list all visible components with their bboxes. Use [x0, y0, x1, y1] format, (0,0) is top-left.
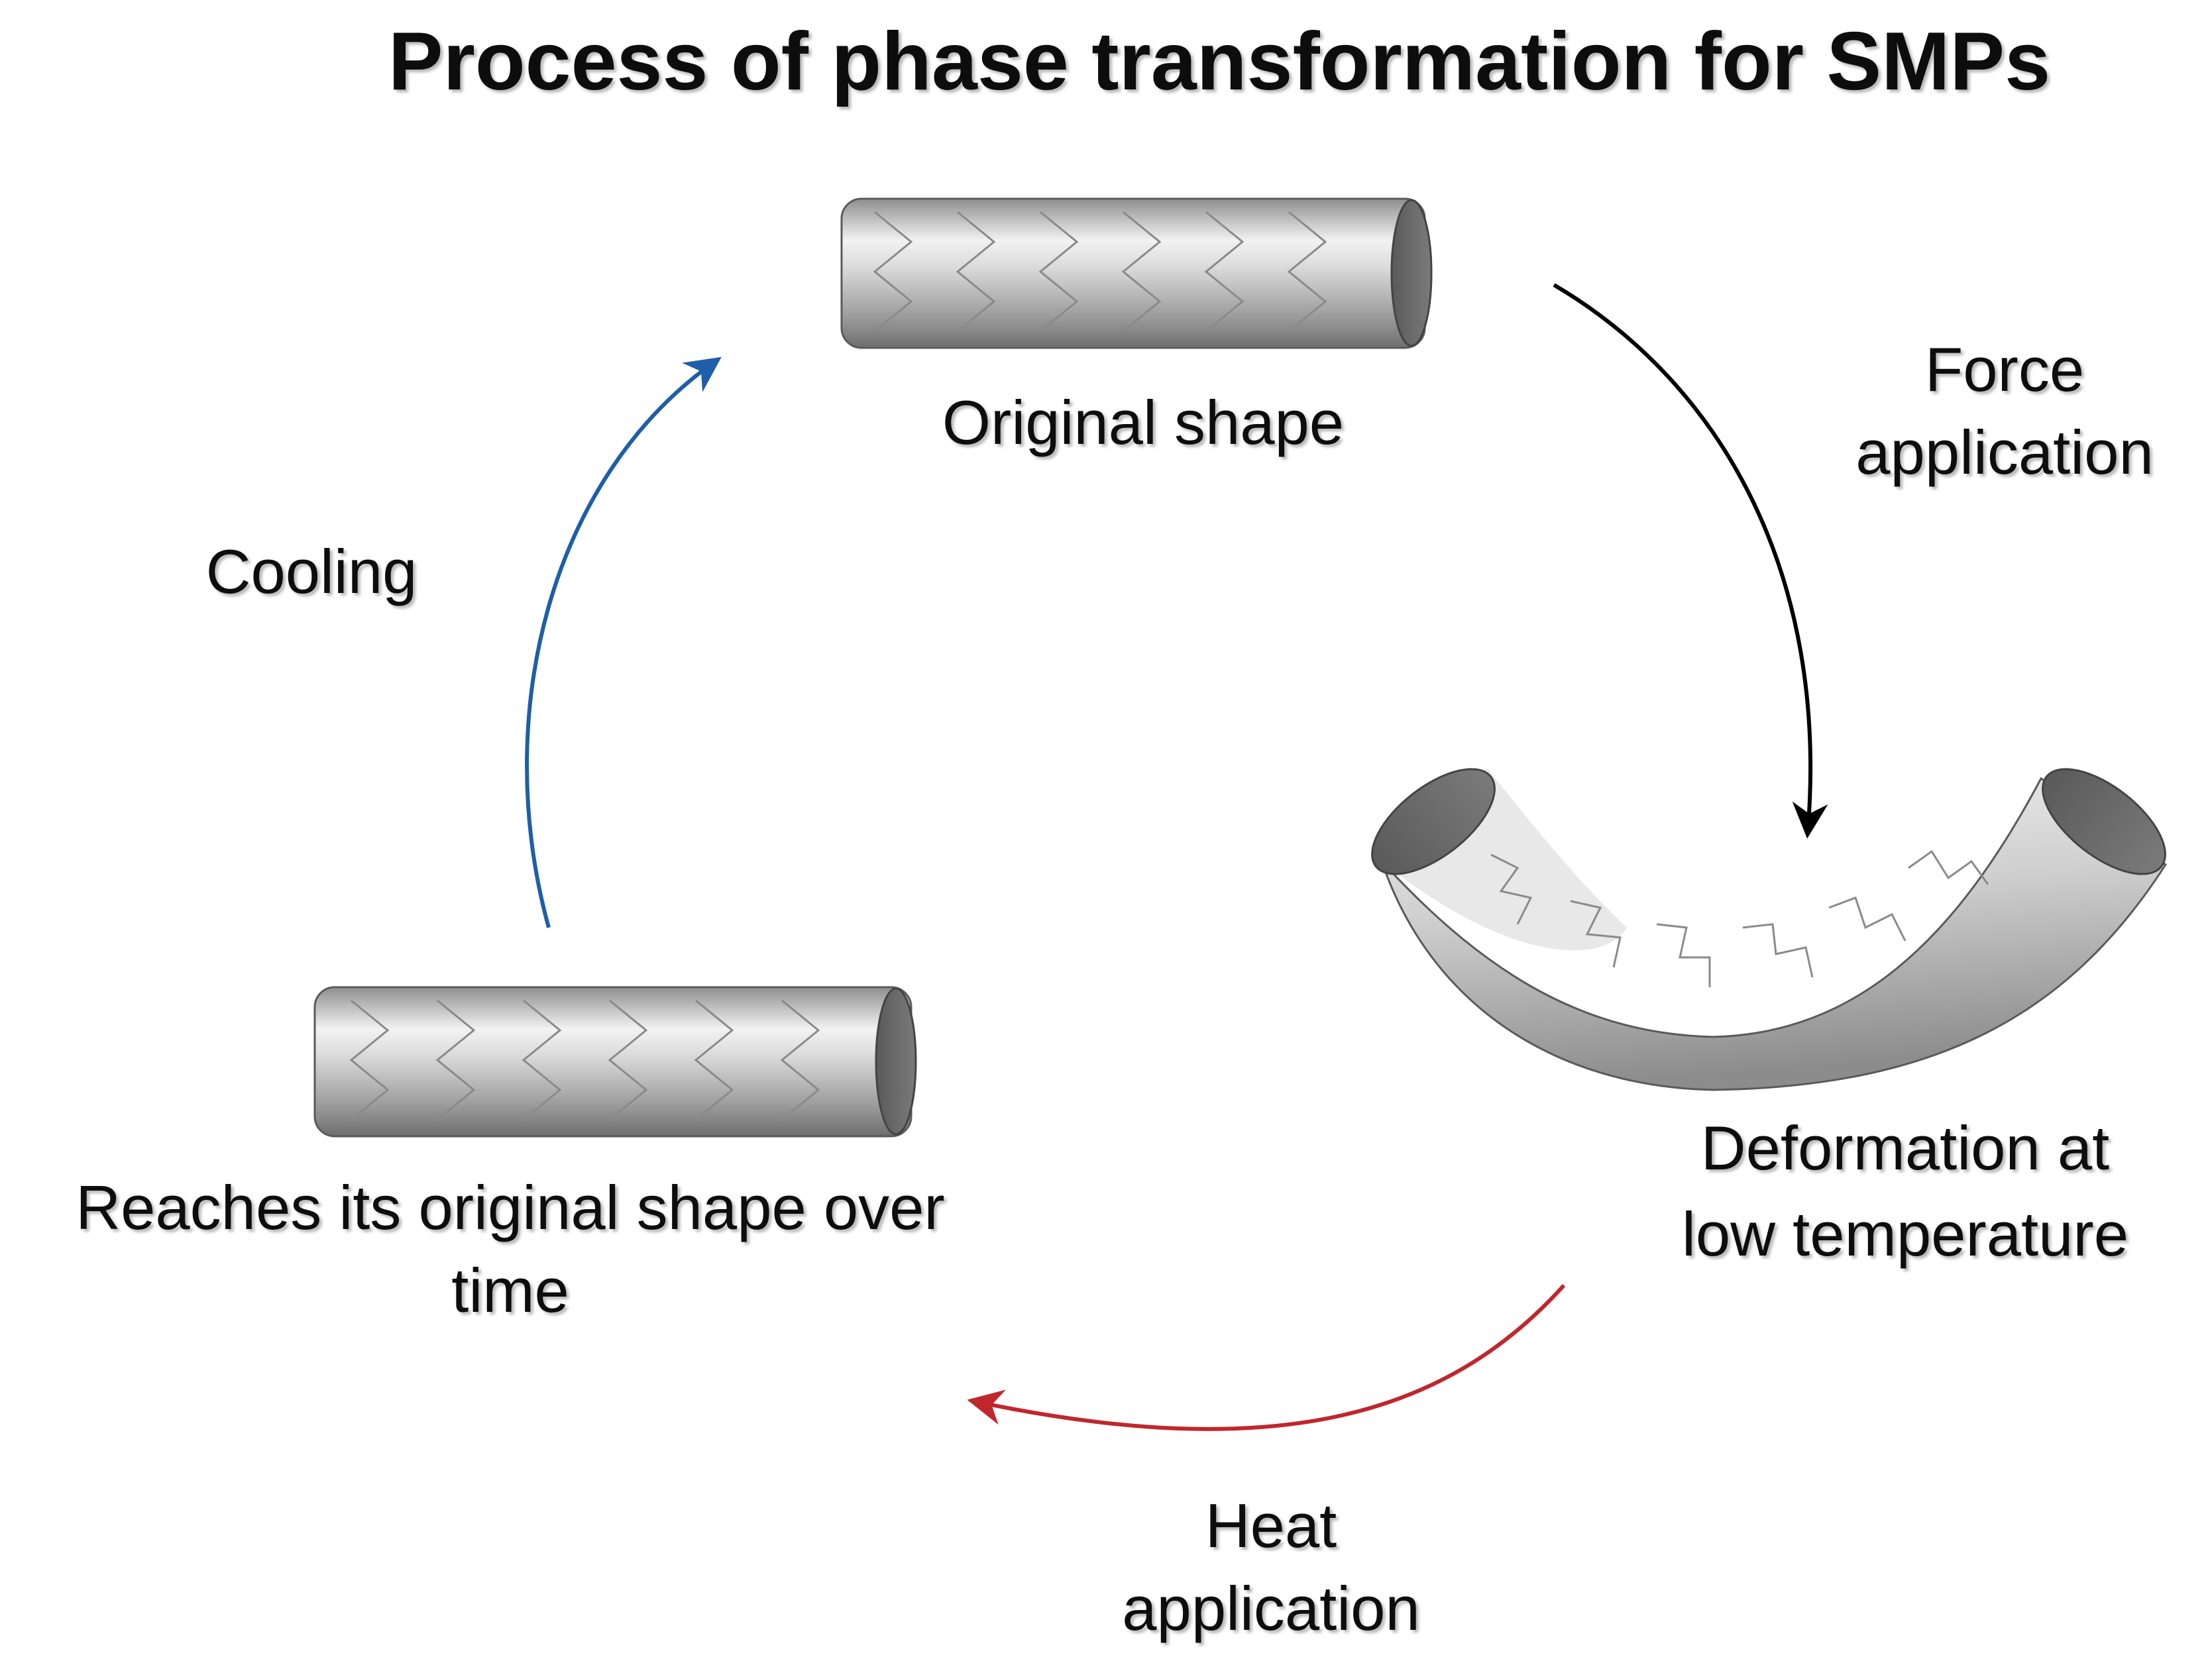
- original-shape-tube: [840, 197, 1433, 349]
- recovered-tube: [313, 986, 917, 1138]
- force-label-line1: Force: [1925, 335, 2084, 404]
- heat-label-line1: Heat: [1205, 1491, 1337, 1560]
- original-shape-label: Original shape: [942, 388, 1344, 457]
- cooling-label: Cooling: [206, 537, 417, 606]
- heat-arrow: [967, 1283, 1566, 1431]
- cooling-arrow: [525, 356, 722, 928]
- deformed-label-line2: low temperature: [1682, 1199, 2129, 1269]
- deformed-label-line1: Deformation at: [1701, 1113, 2110, 1183]
- recovered-label-line1: Reaches its original shape over: [76, 1173, 945, 1242]
- heat-label-line2: application: [1122, 1574, 1419, 1643]
- diagram-title: Process of phase transformation for SMPs: [388, 16, 2050, 107]
- force-label-line2: application: [1855, 417, 2153, 487]
- force-arrow: [1553, 283, 1828, 839]
- deformed-tube: [1371, 768, 2168, 1091]
- recovered-label-line2: time: [451, 1256, 569, 1325]
